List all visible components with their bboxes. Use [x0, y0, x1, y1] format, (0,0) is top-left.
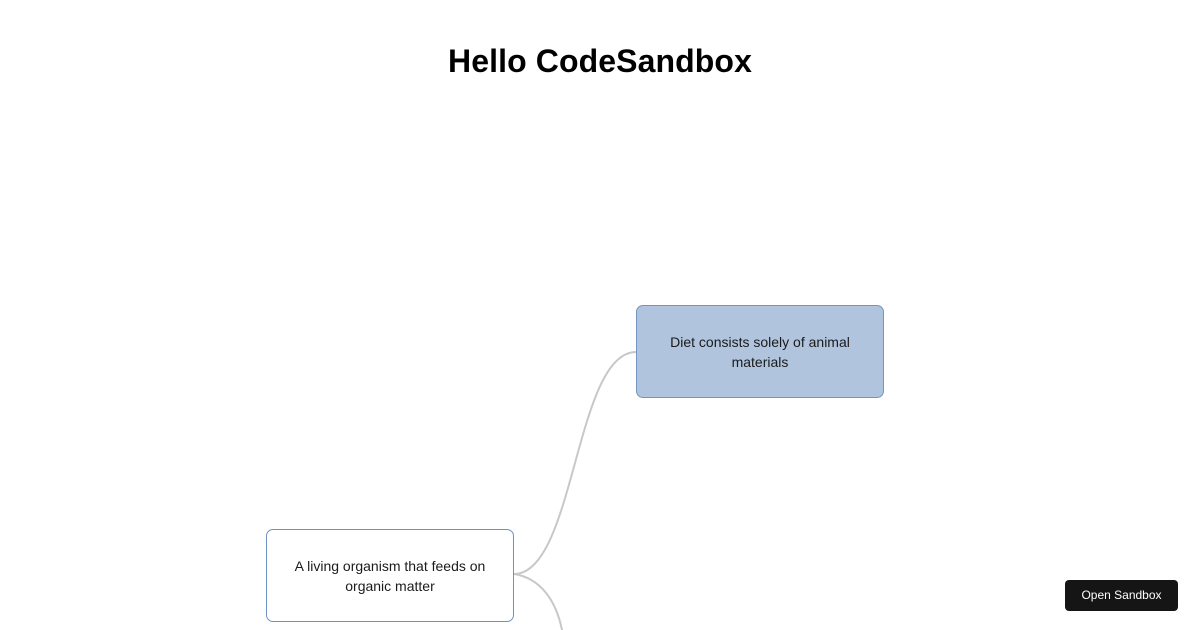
mindmap-node-root-label: A living organism that feeds on organic … [294, 557, 486, 594]
open-sandbox-button[interactable]: Open Sandbox [1065, 580, 1178, 611]
mindmap-node-root[interactable]: A living organism that feeds on organic … [266, 529, 514, 622]
mindmap-node-diet-label: Diet consists solely of animal materials [670, 333, 850, 370]
page-title: Hello CodeSandbox [448, 43, 752, 80]
mindmap-edge-root-to-offscreen [513, 573, 563, 630]
mindmap-edge-root-to-diet [513, 351, 637, 575]
mindmap-node-diet[interactable]: Diet consists solely of animal materials [636, 305, 884, 398]
